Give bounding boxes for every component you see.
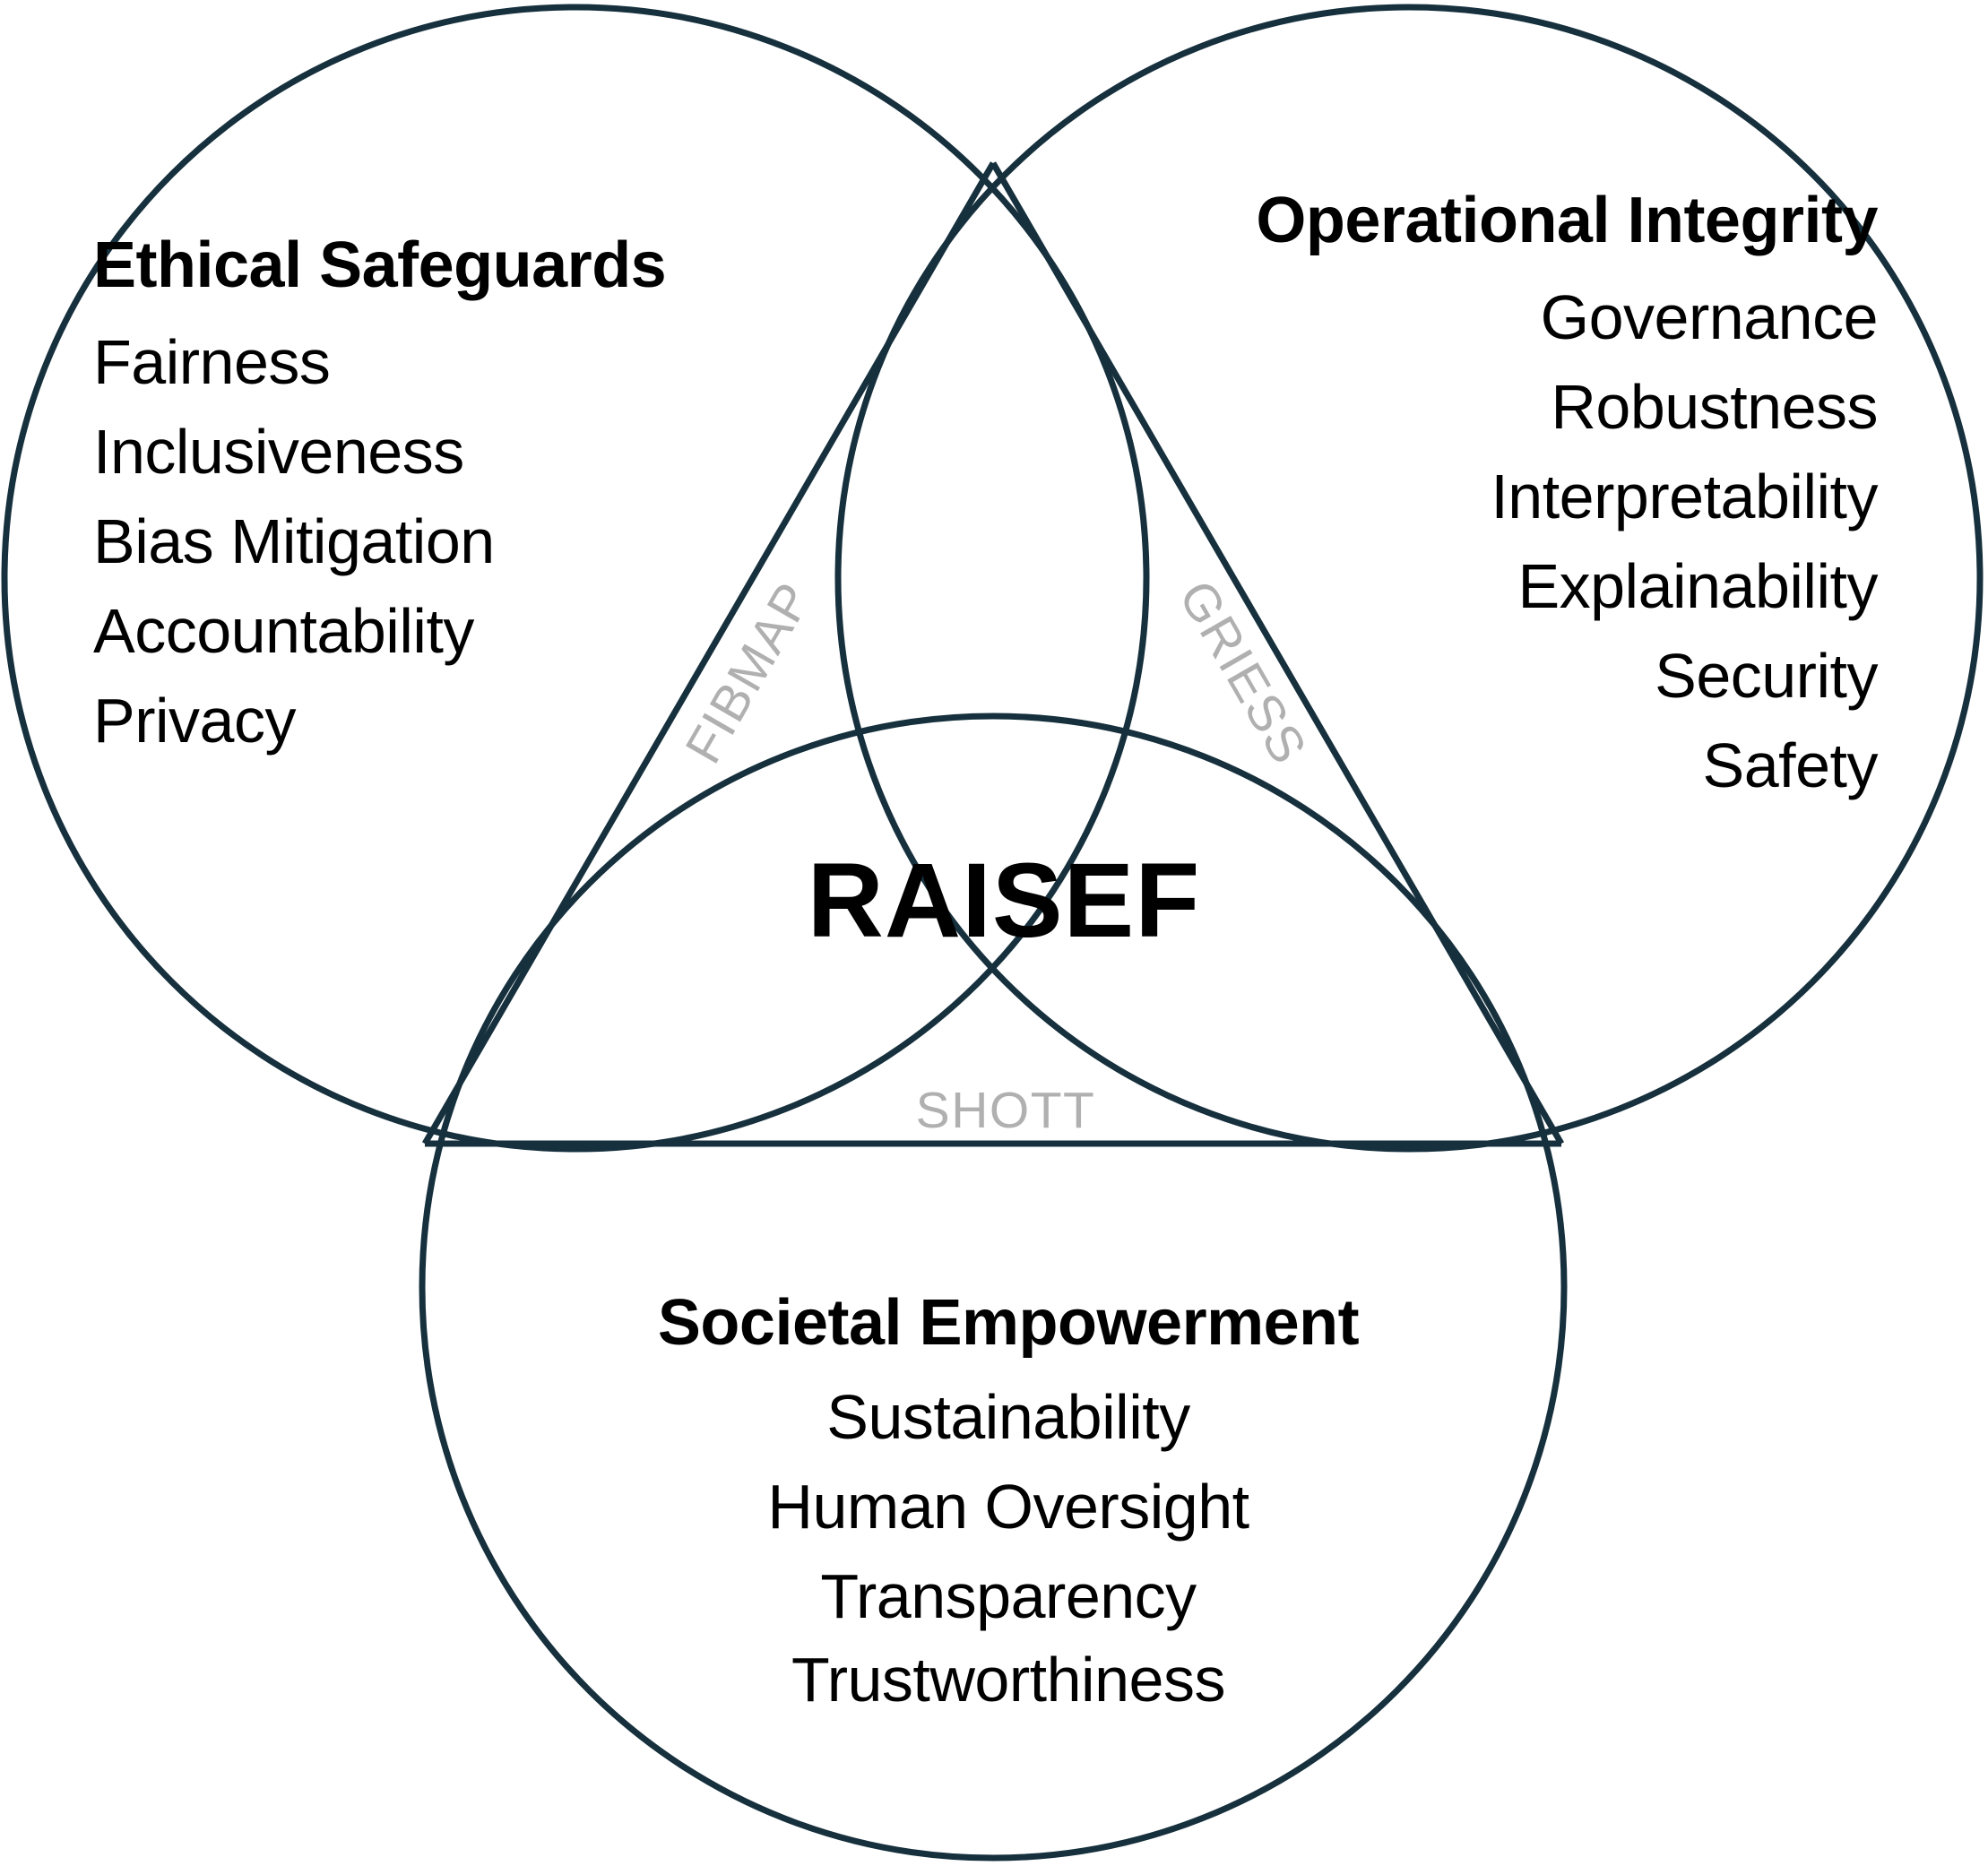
group-title-ethical-safeguards: Ethical Safeguards (93, 229, 666, 301)
edge-label-shott: SHOTT (916, 1082, 1096, 1139)
circle-societal-empowerment[interactable] (419, 713, 1568, 1862)
group-item-right-0: Governance (1541, 282, 1878, 352)
group-item-bottom-2: Transparency (820, 1561, 1197, 1631)
group-title-operational-integrity: Operational Integrity (1256, 185, 1878, 256)
edge-label-griess: GRIESS (1168, 571, 1318, 773)
center-acronym-raisef: RAISEF (808, 842, 1201, 960)
group-item-right-3: Explainability (1517, 551, 1878, 621)
triangle-edge-right (990, 161, 1565, 1145)
group-item-bottom-1: Human Oversight (767, 1472, 1249, 1542)
group-item-bottom-3: Trustworthiness (791, 1645, 1225, 1715)
triangle-edge-left (421, 161, 997, 1145)
group-item-right-5: Safety (1703, 730, 1879, 800)
circle-ethical-safeguards[interactable] (1, 4, 1150, 1153)
group-item-right-4: Security (1655, 641, 1878, 711)
group-item-left-3: Accountability (93, 596, 474, 666)
group-item-left-1: Inclusiveness (93, 417, 464, 487)
group-item-left-4: Privacy (93, 686, 296, 756)
group-item-bottom-0: Sustainability (826, 1382, 1190, 1452)
group-item-right-2: Interpretability (1491, 462, 1878, 531)
group-title-societal-empowerment: Societal Empowerment (658, 1287, 1360, 1359)
circle-operational-integrity[interactable] (834, 4, 1984, 1153)
group-item-left-0: Fairness (93, 327, 330, 397)
group-item-left-2: Bias Mitigation (93, 506, 495, 576)
group-item-right-1: Robustness (1551, 372, 1878, 442)
